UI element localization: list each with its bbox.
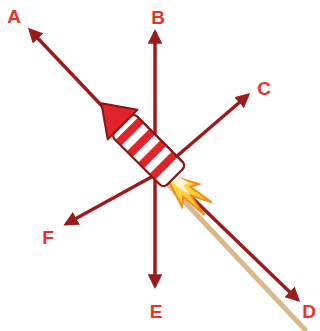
direction-letter: B: [151, 8, 165, 27]
rocket-nose: [86, 88, 137, 139]
arrow-a: [30, 30, 155, 162]
arrow-d: [155, 162, 298, 300]
direction-letter: E: [150, 302, 163, 321]
rocket-stick: [162, 183, 309, 330]
force-arrows: [30, 30, 298, 300]
arrow-e: [153, 180, 157, 286]
direction-letter: C: [257, 79, 271, 98]
arrow-f: [66, 175, 155, 224]
direction-letter: D: [302, 302, 316, 321]
direction-letter: A: [7, 7, 21, 26]
rocket: [86, 88, 320, 331]
direction-letter: F: [42, 228, 54, 247]
